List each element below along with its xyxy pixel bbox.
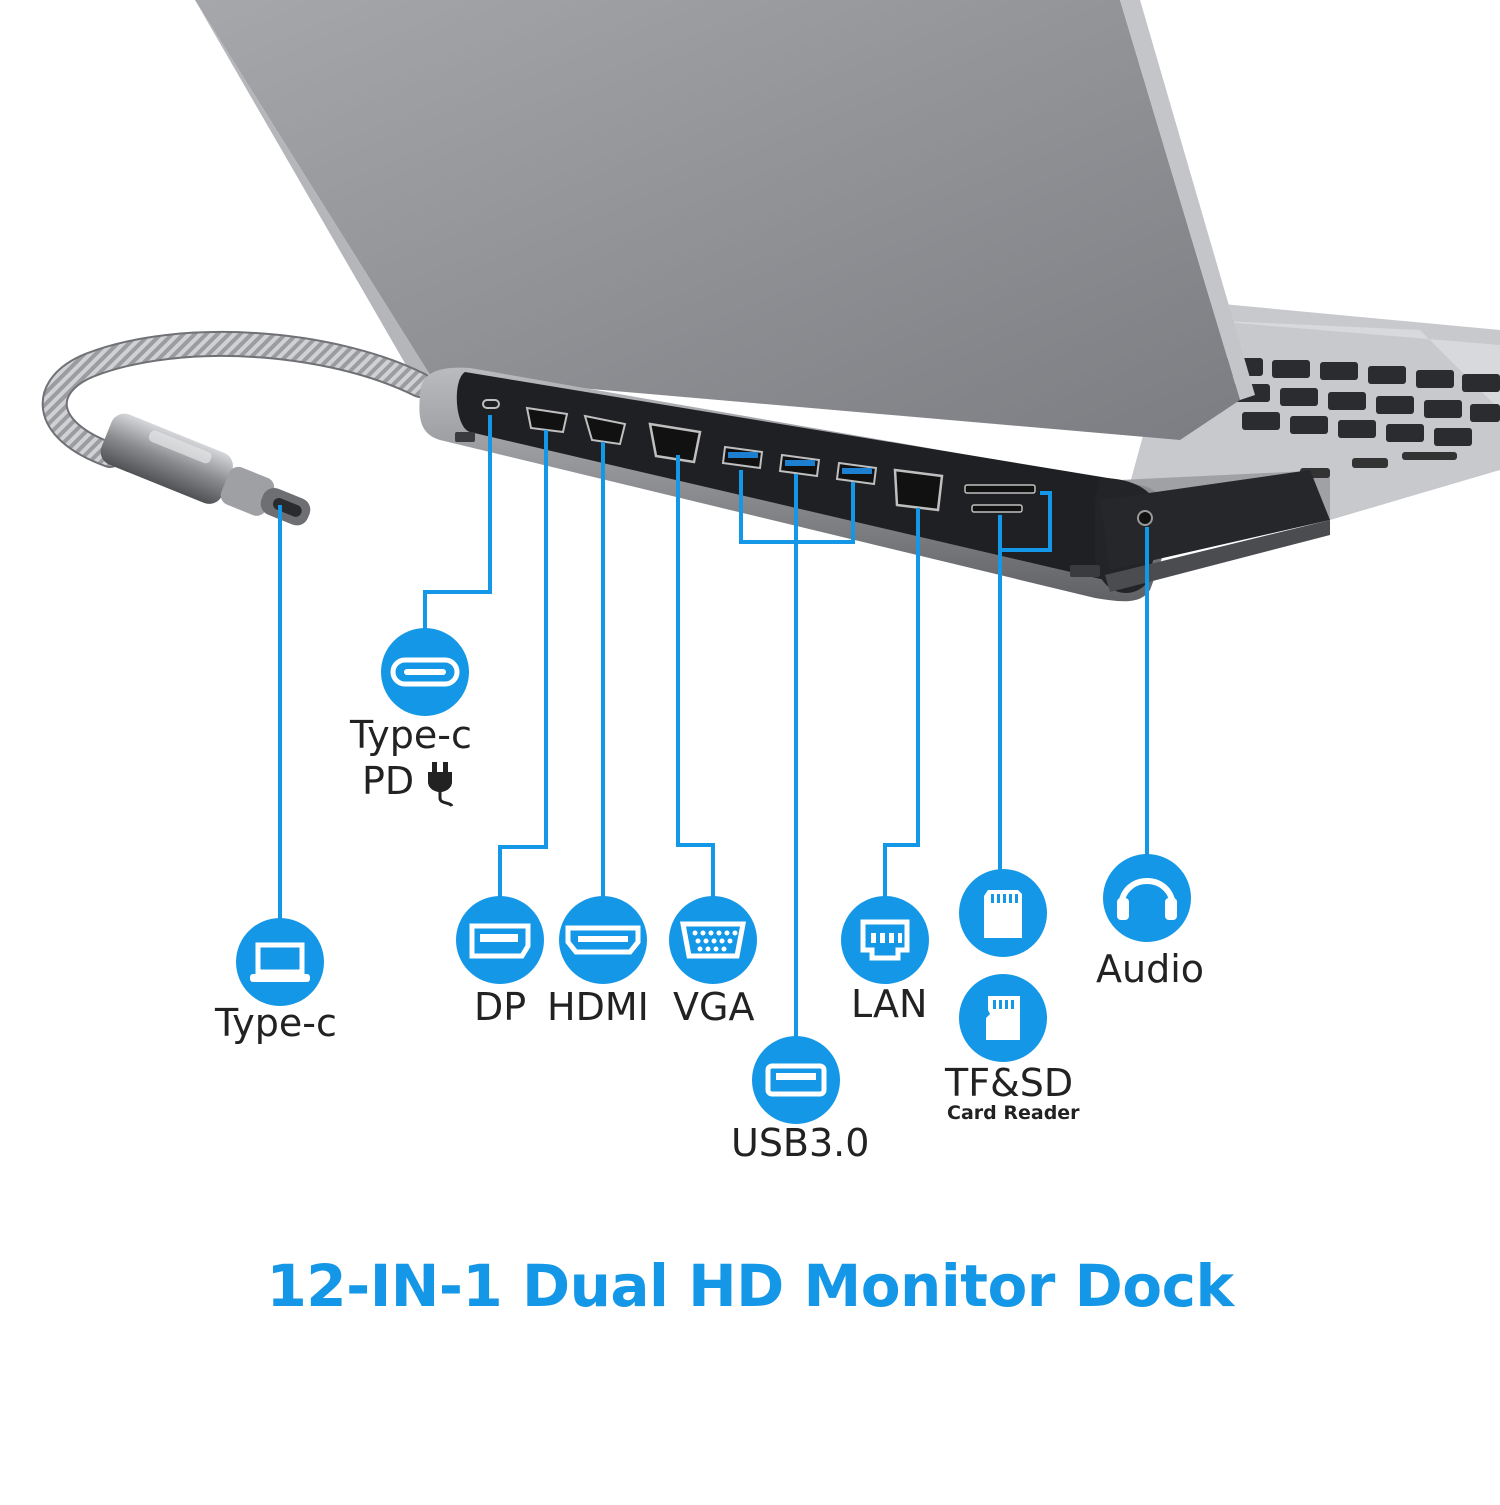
ethernet-icon [841, 896, 929, 984]
headphones-icon [1103, 854, 1191, 942]
dock-port-tf [971, 504, 1023, 513]
dock-port-typec [482, 399, 500, 409]
typec-cable [41, 330, 433, 526]
laptop-illustration [195, 0, 1500, 525]
label-usb3: USB3.0 [731, 1121, 870, 1165]
vga-icon [669, 896, 757, 984]
dock-port-audio [1137, 510, 1153, 526]
sd-card-icon [959, 869, 1047, 957]
label-pd: PD [362, 759, 415, 803]
dock-port-dp [525, 406, 569, 434]
dock-port-sd [964, 484, 1036, 494]
leader-card-bracket [998, 491, 1052, 552]
laptop-lid-edge [195, 0, 430, 375]
leader-dp [498, 430, 548, 898]
leader-vga [676, 455, 715, 898]
laptop-side-port [1402, 452, 1457, 460]
label-tf-sd: TF&SD [945, 1061, 1074, 1105]
label-lan: LAN [851, 982, 928, 1026]
leader-typec-pd [423, 415, 492, 630]
dock-port-vga [648, 422, 702, 464]
port-icons [236, 628, 1191, 1124]
typec-plug [100, 413, 311, 526]
laptop-lid [195, 0, 1240, 440]
dock-port-usb [721, 445, 878, 486]
headline: 12-IN-1 Dual HD Monitor Dock [266, 1252, 1234, 1320]
label-audio: Audio [1096, 947, 1205, 991]
dock-foot [1070, 565, 1100, 577]
hdmi-icon [559, 896, 647, 984]
dock-port-lan [893, 468, 944, 512]
dock-port-hdmi [583, 414, 627, 446]
label-dp: DP [474, 985, 527, 1029]
laptop-lid-edge [1120, 0, 1255, 400]
label-typec-host: Type-c [215, 1001, 337, 1045]
dock-stand-edge [1105, 520, 1330, 592]
dock-foot [455, 432, 475, 442]
label-vga: VGA [673, 985, 755, 1029]
label-typec-pd: Type-c [350, 713, 472, 757]
label-card-reader: Card Reader [947, 1102, 1080, 1124]
dock-stand [1100, 470, 1330, 570]
label-hdmi: HDMI [547, 985, 649, 1029]
usb-c-port-icon [381, 628, 469, 716]
leader-lan [883, 508, 920, 898]
laptop-icon [236, 918, 324, 1006]
dock-body [419, 367, 1330, 602]
leader-lines [278, 415, 1149, 1038]
tf-card-icon [959, 974, 1047, 1062]
displayport-icon [456, 896, 544, 984]
power-plug-icon [428, 762, 454, 807]
laptop-side-port [1352, 458, 1388, 468]
keyboard-keys [1225, 358, 1500, 446]
usb-a-icon [752, 1036, 840, 1124]
